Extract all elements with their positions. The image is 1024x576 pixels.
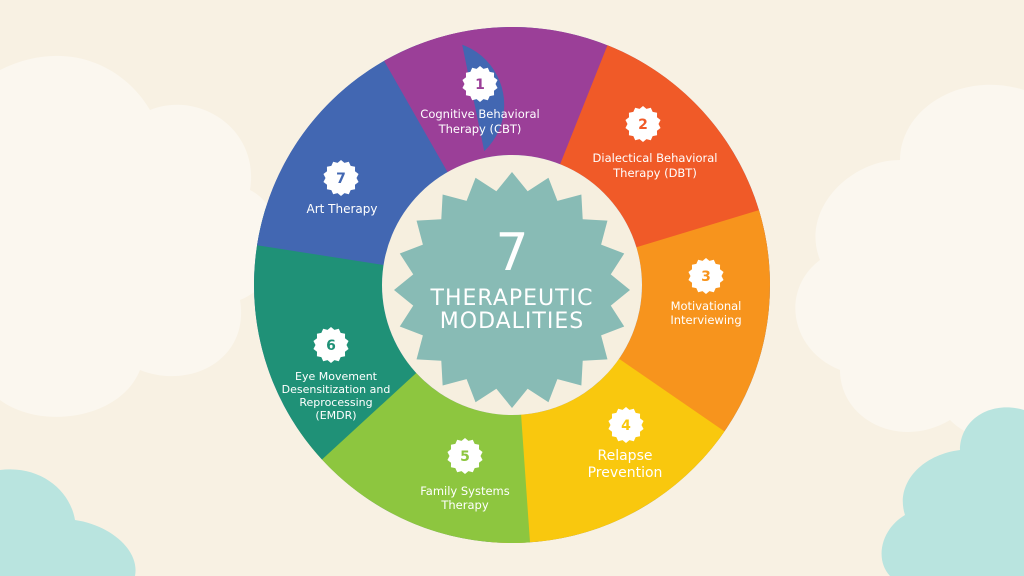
cloud-teal-left — [0, 469, 136, 576]
modality-label-line: Reprocessing — [299, 396, 372, 409]
modality-label-line: Therapy (DBT) — [612, 166, 697, 180]
modality-label: Art Therapy — [307, 202, 378, 216]
modality-number: 1 — [475, 77, 485, 93]
number-badge — [688, 258, 724, 294]
modality-number: 6 — [326, 338, 336, 354]
number-badge — [462, 66, 498, 102]
number-badge — [313, 327, 349, 363]
center-number: 7 — [495, 223, 528, 283]
modality-label-line: Desensitization and — [282, 383, 391, 396]
modality-number: 4 — [621, 418, 631, 434]
modality-label-line: Art Therapy — [307, 202, 378, 216]
modality-number: 5 — [460, 449, 470, 465]
number-badge — [625, 106, 661, 142]
center-starburst — [394, 172, 630, 408]
background-clouds — [0, 55, 1024, 576]
modality-label-line: Interviewing — [670, 313, 741, 327]
modality-label-line: Prevention — [588, 465, 663, 481]
modality-label-line: Family Systems — [420, 484, 510, 498]
modality-number: 3 — [701, 269, 711, 285]
center-title-line2: MODALITIES — [440, 309, 584, 334]
modality-label-line: Relapse — [598, 448, 653, 464]
modality-number: 7 — [336, 171, 346, 187]
modality-number: 2 — [638, 117, 648, 133]
modality-segment-1-wrap — [384, 32, 486, 173]
cloud-teal-right — [881, 407, 1024, 576]
modality-label-line: Therapy — [440, 498, 488, 512]
modality-label-line: (EMDR) — [315, 409, 356, 422]
number-badge — [608, 407, 644, 443]
modality-label-line: Motivational — [671, 299, 742, 313]
cloud-right — [795, 84, 1024, 442]
cloud-left — [0, 55, 279, 417]
modality-label-line: Cognitive Behavioral — [420, 107, 539, 121]
modality-label-line: Eye Movement — [295, 370, 378, 383]
modality-label-line: Therapy (CBT) — [438, 122, 522, 136]
center-title-line1: THERAPEUTIC — [430, 286, 594, 311]
number-badge — [447, 438, 483, 474]
modality-label-line: Dialectical Behavioral — [593, 151, 718, 165]
number-badge — [323, 160, 359, 196]
